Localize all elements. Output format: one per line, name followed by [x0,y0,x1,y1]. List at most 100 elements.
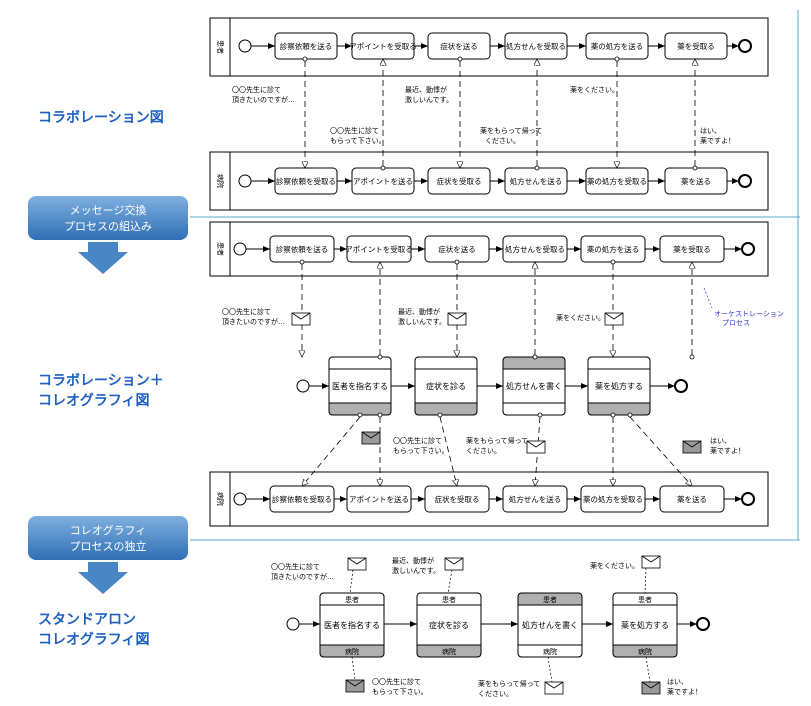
d1-note-2: 〇〇先生に診て [330,126,379,135]
d1-bottom-end [738,174,752,188]
d2-top-task-0-label: 診察依頼を送る [276,244,329,254]
d3-choreo-task-0-top: 患者 [345,595,359,604]
d1-note-1: 頂きたいのですが… [232,95,295,104]
message-flow [439,416,457,486]
association [349,569,354,594]
d3-start [286,617,300,631]
d2-note-0: 〇〇先生に診て [222,307,271,316]
d3-choreo-task-2-bottom: 病院 [543,647,557,656]
d3-note-0: 〇〇先生に診て [271,562,320,571]
d2-bottom-task-1-label: アポイントを送る [349,494,409,504]
d3-choreo-task-2-label: 処方せんを書く [522,620,578,630]
d3-note-8: ください。 [478,690,513,698]
association [644,567,647,594]
message-flow-start [614,56,620,62]
orchestration-label-1: オーケストレーション [714,310,784,318]
message-flow-start [610,259,616,265]
association [447,569,453,594]
down-arrow-icon [78,242,128,274]
d2-choreo-task-0-label: 医者を指名する [332,381,388,391]
d3-end [696,617,710,631]
d1-bottom-task-1-label: アポイントを送る [353,176,413,186]
d1-top-start [238,39,252,53]
message-flow [629,416,692,486]
d2-note-9: はい、 [710,437,731,445]
orchestration-label-2: プロセス [722,319,750,327]
message-flow-start [377,354,383,360]
d2-note-5: 〇〇先生に診て [393,436,442,445]
d2-pool-patient-label: 患者 [216,242,225,256]
d1-top-task-0-label: 診察依頼を送る [280,41,333,51]
d2-note-2: 最近、動悸が [398,307,440,316]
section-label-collab-chor-1: コラボレーション＋ [38,373,164,389]
d3-choreo-task-1-label: 症状を診る [429,620,469,630]
d2-top-task-5-label: 薬を受取る [673,244,711,254]
d3-note-1: 頂きたいのですが… [271,572,334,581]
d1-note-10: 薬ですよ！ [700,136,735,145]
d2-top-task-3-label: 処方せんを受取る [505,244,565,254]
d3-note-3: 激しいんです。 [392,566,440,575]
section-label-collab: コラボレーション図 [38,110,164,126]
message-flow-start [692,165,698,171]
message-flow-start [380,165,386,171]
callout-embed-line2: プロセスの組込み [64,220,152,233]
message-flow-start [610,412,616,418]
d1-bottom-task-0-label: 診察依頼を受取る [276,176,336,186]
d2-note-7: 薬をもらって帰って [466,436,528,445]
d2-bottom-task-5-label: 薬を送る [677,494,707,504]
d1-top-task-4-label: 薬の処方を送る [591,41,644,51]
message-flow-start [689,354,695,360]
association [547,656,553,683]
d1-note-9: はい、 [700,127,721,135]
message-flow-start [537,412,543,418]
d2-top-task-2-label: 症状を送る [438,244,476,254]
d3-choreo-task-1-bottom: 病院 [442,647,456,656]
message-flow-start [437,412,443,418]
callout-embed: メッセージ交換 プロセスの組込み [28,196,188,274]
d3-note-5: 〇〇先生に診て [372,677,421,686]
d1-pool-patient-label: 患者 [216,40,225,54]
d3-choreo-task-0-bottom: 病院 [345,647,359,656]
d1-note-8: 薬をください。 [570,85,619,94]
association [645,656,651,683]
d1-note-7: ください。 [485,137,520,145]
message-flow-start [377,412,383,418]
d1-bottom-task-2-label: 症状を受取る [437,176,482,186]
d3-note-6: もらって下さい。 [372,688,428,696]
d2-note-3: 激しいんです。 [398,317,446,326]
message-flow-start [299,259,305,265]
d3-note-7: 薬をもらって帰って [478,679,540,688]
callout-independent-line1: コレオグラフィ [70,523,147,537]
d2-bottom-end [741,492,755,506]
d1-top-task-3-label: 処方せんを受取る [506,41,566,51]
d2-choreo-task-2-label: 処方せんを書く [506,381,562,391]
d2-top-end [741,242,755,256]
message-flow [302,416,361,486]
d3-note-10: 薬ですよ！ [667,687,702,696]
section-label-standalone-1: スタンドアロン [38,612,136,628]
callout-independent: コレオグラフィ プロセスの独立 [28,516,188,594]
d2-bottom-task-4-label: 薬の処方を受取る [583,494,643,504]
d1-pool-hospital-label: 病院 [216,174,225,188]
d2-bottom-task-3-label: 処方せんを送る [509,494,562,504]
section-label-standalone-2: コレオグラフィ図 [38,631,149,648]
d3-choreo-task-1-top: 患者 [442,595,456,604]
callout-independent-line2: プロセスの独立 [70,539,147,553]
d1-top-task-2-label: 症状を送る [440,41,478,51]
d1-note-0: 〇〇先生に診て [232,85,281,94]
d3-note-4: 薬をください。 [590,561,639,570]
d2-note-1: 頂きたいのですが… [222,317,285,326]
d1-bottom-start [238,174,252,188]
message-flow-start [532,354,538,360]
association [351,656,356,681]
d2-pool-hospital-label: 病院 [216,492,225,506]
message-flow-start [627,412,633,418]
d2-choreo-task-3-label: 薬を処方する [595,381,643,391]
d3-choreo-task-3-top: 患者 [638,595,652,604]
message-flow-start [357,412,363,418]
d3-choreo-task-2-top: 患者 [543,595,557,604]
d2-top-start [233,242,247,256]
d2-note-8: ください。 [466,447,501,455]
d1-note-5: 激しいんです。 [405,95,453,104]
